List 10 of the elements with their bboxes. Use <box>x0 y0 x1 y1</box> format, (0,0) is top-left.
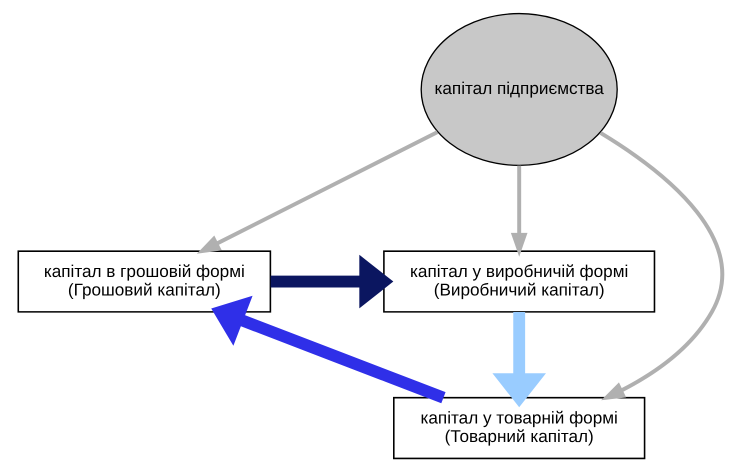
node-ellipse: капітал підприємства <box>420 12 618 166</box>
arrow <box>510 166 528 257</box>
arrow <box>211 296 446 404</box>
arrow <box>196 130 438 254</box>
node-box: капітал в грошовій формі (Грошовий капітал) <box>17 250 272 313</box>
node-box: капітал у товарній формі (Товарний капітал) <box>393 396 646 460</box>
arrow <box>270 254 394 308</box>
arrow <box>599 131 724 400</box>
arrow <box>492 312 546 408</box>
node-box: капітал у виробничій формі (Виробничий капітал) <box>383 250 656 313</box>
